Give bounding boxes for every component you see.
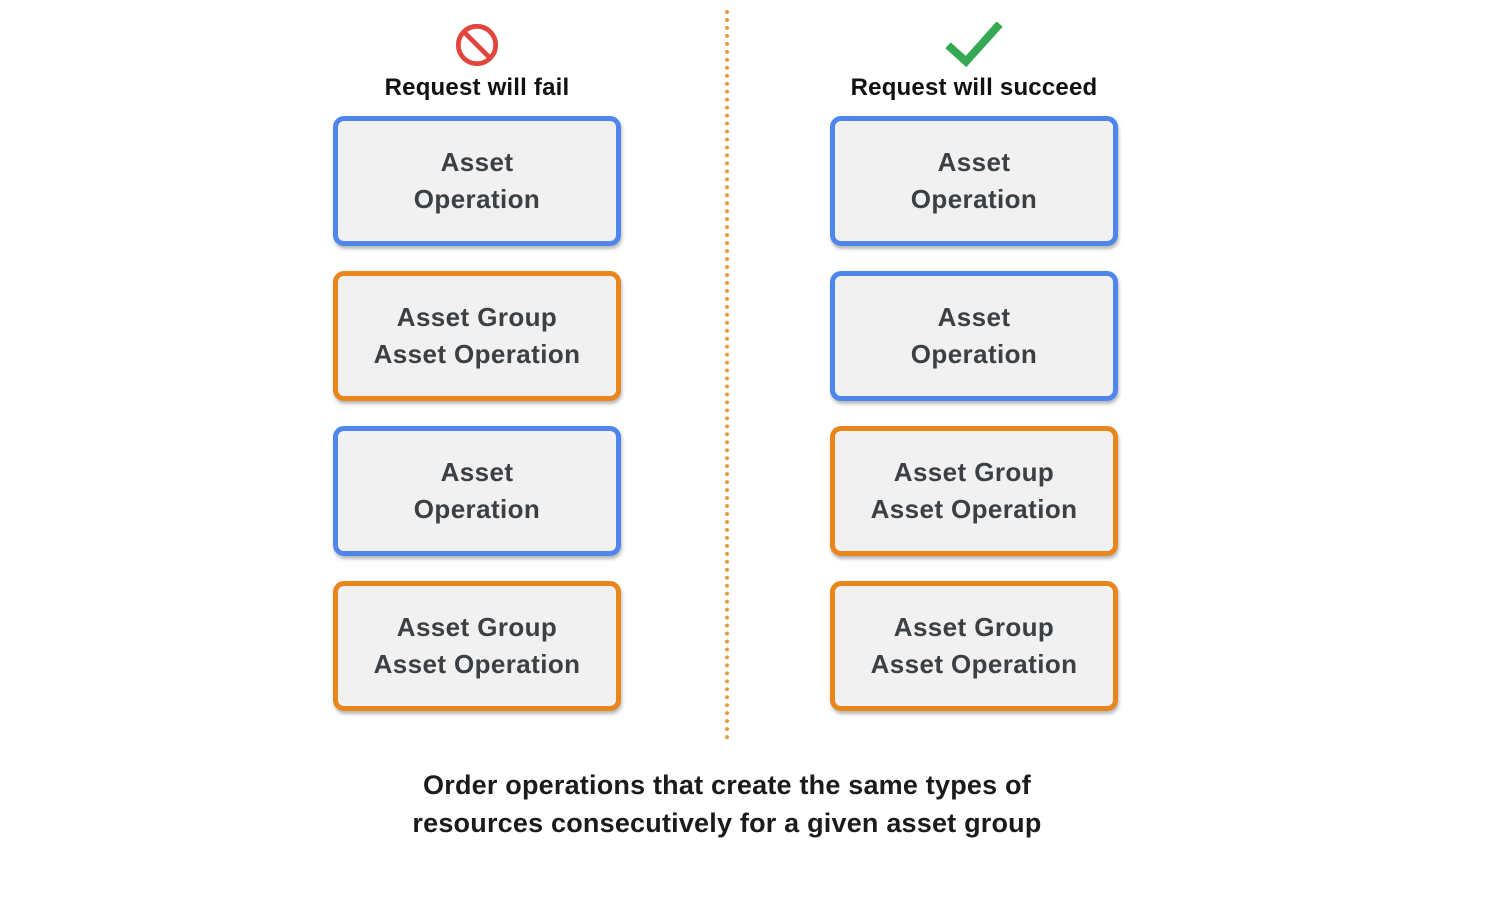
fail-column-header: Request will fail	[333, 22, 621, 102]
asset-group-asset-operation-box: Asset Group Asset Operation	[830, 581, 1118, 711]
asset-group-asset-operation-box: Asset Group Asset Operation	[830, 426, 1118, 556]
fail-column: Request will fail Asset Operation Asset …	[333, 22, 621, 711]
box-label: Asset Operation	[413, 457, 541, 524]
succeed-column-title: Request will succeed	[850, 74, 1098, 101]
box-label: Asset Group Asset Operation	[870, 612, 1078, 679]
box-label: Asset Operation	[413, 147, 541, 214]
box-label: Asset Group Asset Operation	[373, 302, 581, 369]
caption: Order operations that create the same ty…	[412, 770, 1042, 838]
succeed-box-stack: Asset Operation Asset Operation Asset Gr…	[830, 116, 1118, 711]
asset-operation-box: Asset Operation	[830, 271, 1118, 401]
asset-group-asset-operation-box: Asset Group Asset Operation	[333, 581, 621, 711]
asset-operation-box: Asset Operation	[333, 426, 621, 556]
box-label: Asset Group Asset Operation	[870, 457, 1078, 524]
box-label: Asset Group Asset Operation	[373, 612, 581, 679]
asset-operation-box: Asset Operation	[333, 116, 621, 246]
asset-group-asset-operation-box: Asset Group Asset Operation	[333, 271, 621, 401]
asset-operation-box: Asset Operation	[830, 116, 1118, 246]
succeed-column-header: Request will succeed	[830, 21, 1118, 102]
box-label: Asset Operation	[910, 147, 1038, 214]
succeed-column: Request will succeed Asset Operation Ass…	[830, 21, 1118, 711]
column-divider	[725, 10, 729, 740]
prohibited-icon	[454, 22, 500, 70]
box-label: Asset Operation	[910, 302, 1038, 369]
check-icon	[945, 21, 1003, 70]
fail-column-title: Request will fail	[384, 74, 570, 101]
fail-box-stack: Asset Operation Asset Group Asset Operat…	[333, 116, 621, 711]
